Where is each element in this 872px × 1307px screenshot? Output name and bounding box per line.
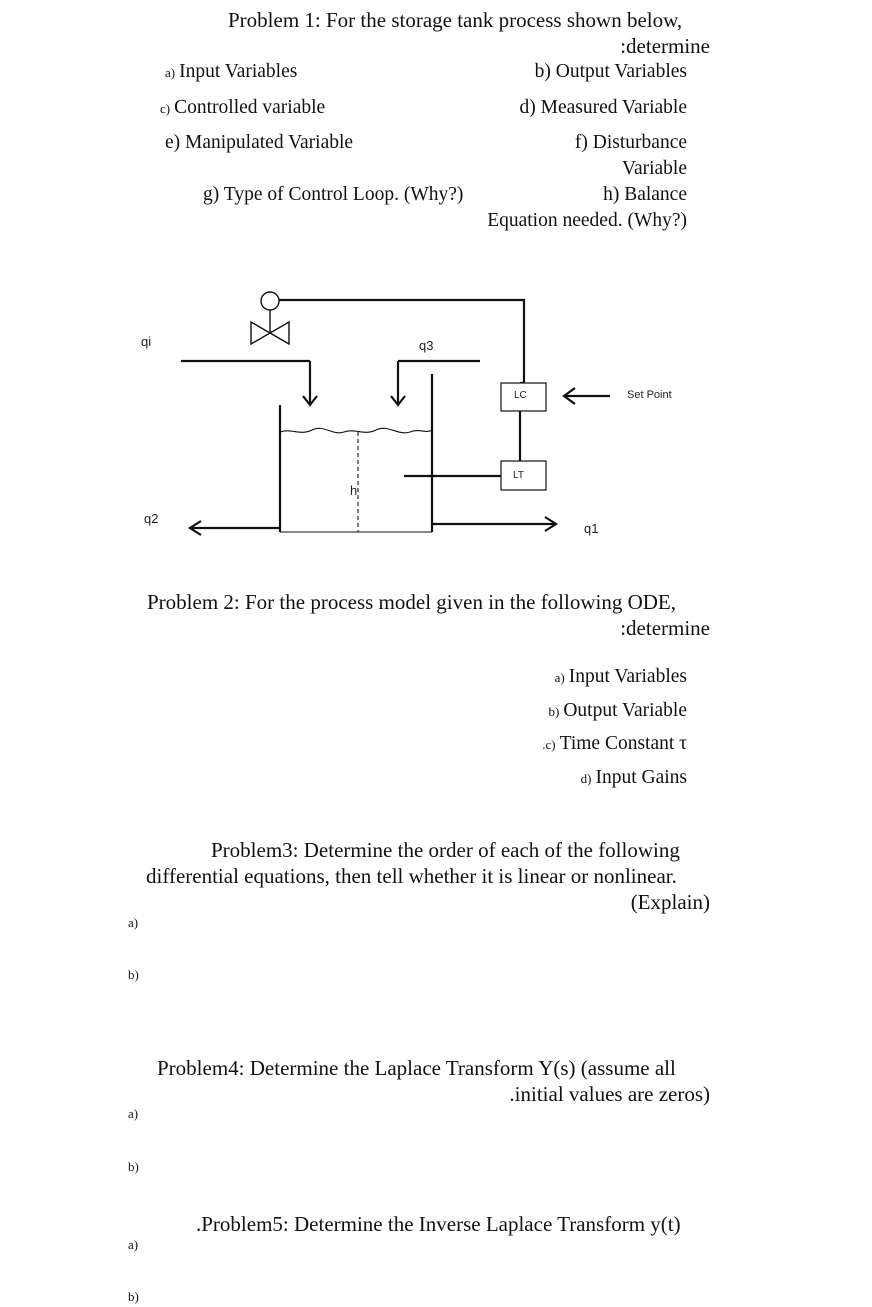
lt-box <box>500 460 547 491</box>
label-qi: qi <box>141 334 152 349</box>
p1-item-h-line1: h) Balance <box>603 184 687 205</box>
p2-item-c-prefix: .c) <box>542 737 556 752</box>
label-set-point: Set Point <box>627 389 672 401</box>
p2-item-a-prefix: a) <box>554 670 565 685</box>
p2-item-d-text: Input Gains <box>595 767 687 788</box>
q3-arrowhead <box>390 395 406 407</box>
problem4-part-b: b) <box>128 1159 139 1174</box>
p1-item-c-text: Controlled variable <box>174 97 326 118</box>
problem1-title-line2: :determine <box>620 34 710 58</box>
problem4-part-a: a) <box>128 1106 139 1121</box>
p1-item-h-line2: Equation needed. (Why?) <box>487 210 687 231</box>
p2-item-d: d) Input Gains <box>581 767 687 789</box>
inlet-arrowhead <box>302 395 318 407</box>
problem4-line1: Problem4: Determine the Laplace Transfor… <box>157 1056 676 1080</box>
problem5-part-a: a) <box>128 1237 139 1252</box>
p1-item-a-prefix: a) <box>165 65 176 80</box>
p2-item-a-text: Input Variables <box>568 666 687 687</box>
problem3-line1: Problem3: Determine the order of each of… <box>211 838 680 862</box>
p1-item-f-line2: Variable <box>622 158 687 179</box>
p2-item-c: .c) Time Constant τ <box>542 733 687 755</box>
label-q1: q1 <box>584 521 599 536</box>
label-h: h <box>350 483 358 498</box>
p2-item-b: b) Output Variable <box>549 700 688 722</box>
problem5-part-b: b) <box>128 1289 139 1304</box>
p1-item-e: e) Manipulated Variable <box>165 132 354 153</box>
label-q2: q2 <box>144 511 159 526</box>
problem3-part-a: a) <box>128 915 139 930</box>
problem3-line3: (Explain) <box>630 890 710 914</box>
problem3-part-b: b) <box>128 967 139 982</box>
problem3-line2: differential equations, then tell whethe… <box>146 864 677 888</box>
control-valve <box>250 291 290 346</box>
outlet-q1-arrowhead <box>544 516 559 532</box>
p2-item-d-prefix: d) <box>580 771 592 786</box>
p1-item-c-prefix: c) <box>160 101 171 116</box>
p1-item-a: a) Input Variables <box>165 61 297 83</box>
p2-item-a: a) Input Variables <box>555 666 687 688</box>
p1-item-c: c) Controlled variable <box>160 97 325 119</box>
p2-item-b-text: Output Variable <box>563 700 687 721</box>
p1-item-a-text: Input Variables <box>179 61 298 82</box>
storage-tank-diagram <box>181 291 610 536</box>
label-q3: q3 <box>419 338 434 353</box>
p2-item-c-text: Time Constant τ <box>559 733 687 754</box>
label-lt: LT <box>513 470 524 481</box>
liquid-surface <box>279 427 433 434</box>
problem2-title-line2: :determine <box>620 616 710 640</box>
label-lc: LC <box>514 390 527 401</box>
set-point-arrowhead <box>562 387 576 405</box>
problem5-line1: .Problem5: Determine the Inverse Laplace… <box>196 1212 681 1236</box>
p1-item-d: d) Measured Variable <box>519 97 688 118</box>
p1-item-b: b) Output Variables <box>534 61 687 82</box>
p1-item-f-line1: f) Disturbance <box>574 132 687 153</box>
outlet-q2-arrowhead <box>187 520 202 536</box>
lc-box <box>500 382 547 412</box>
problem4-line2: .initial values are zeros) <box>509 1082 710 1106</box>
p1-item-g: g) Type of Control Loop. (Why?) <box>203 184 464 205</box>
problem1-title-line1: Problem 1: For the storage tank process … <box>228 8 683 32</box>
problem2-title-line1: Problem 2: For the process model given i… <box>147 590 677 614</box>
p2-item-b-prefix: b) <box>548 704 560 719</box>
